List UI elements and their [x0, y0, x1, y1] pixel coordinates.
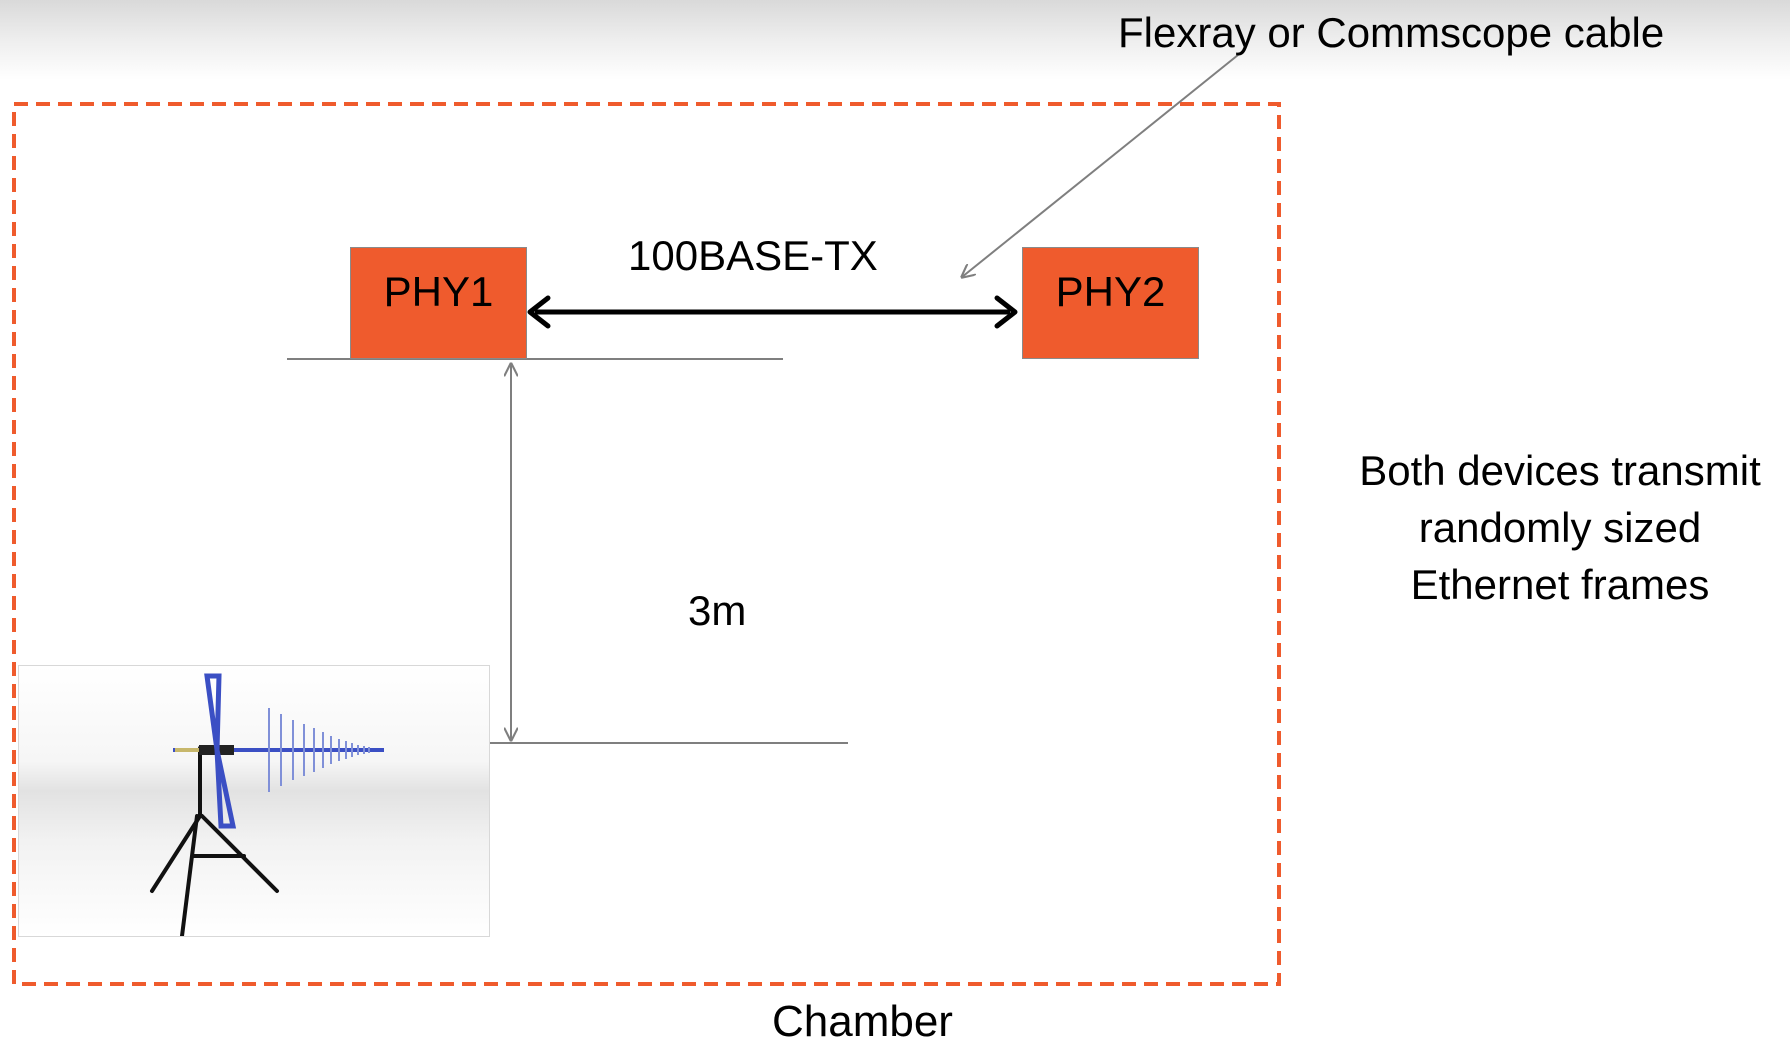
antenna-photo: [18, 665, 490, 937]
phy2-label: PHY2: [1056, 268, 1166, 315]
phy1-label: PHY1: [384, 268, 494, 315]
protocol-label: 100BASE-TX: [628, 235, 878, 277]
note-line: Both devices transmit: [1300, 442, 1790, 499]
distance-label: 3m: [688, 590, 746, 632]
phy1-device: PHY1: [350, 247, 527, 359]
cable-label: Flexray or Commscope cable: [1118, 12, 1664, 54]
link-arrow: [530, 298, 1015, 326]
transmission-note: Both devices transmit randomly sized Eth…: [1300, 442, 1790, 613]
note-line: Ethernet frames: [1300, 556, 1790, 613]
antenna-icon: [19, 666, 489, 936]
phy2-device: PHY2: [1022, 247, 1199, 359]
note-line: randomly sized: [1300, 499, 1790, 556]
chamber-label: Chamber: [772, 1000, 953, 1044]
cable-callout-arrow: [962, 55, 1238, 277]
